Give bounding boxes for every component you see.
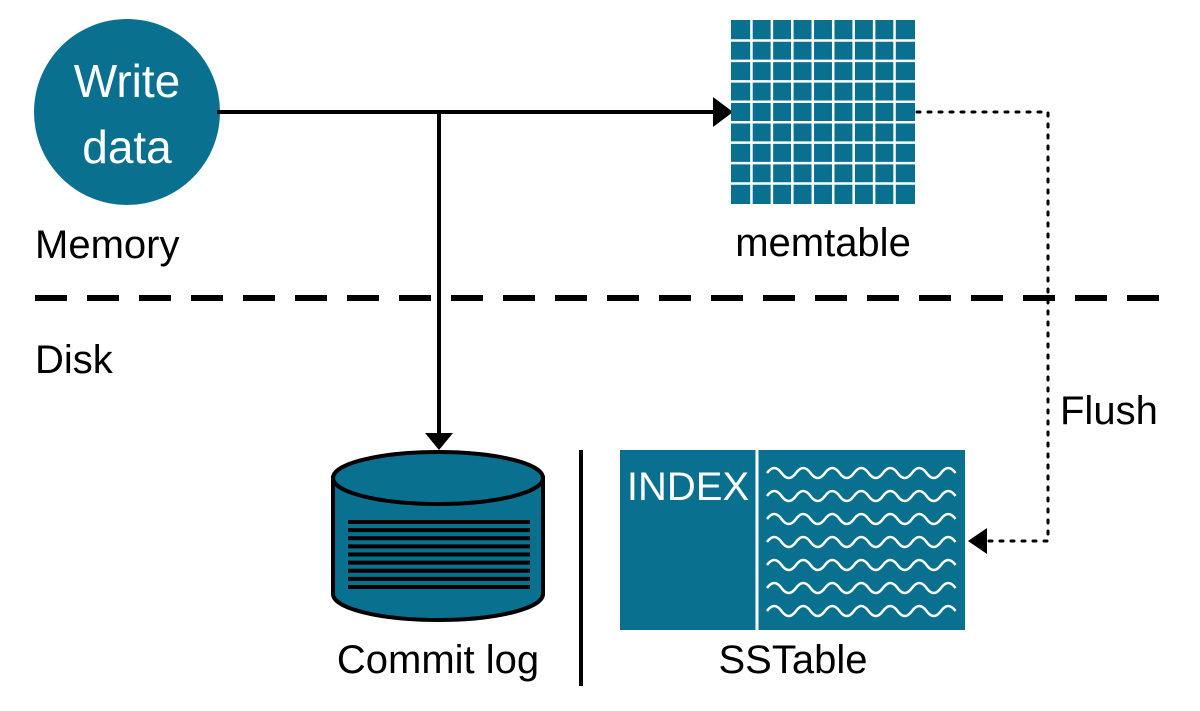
commitlog-arrowhead <box>425 433 453 450</box>
commit-log-cylinder-body <box>331 476 545 622</box>
memtable-grid-lines <box>731 20 915 204</box>
flush-path: Flush <box>915 110 1162 554</box>
commit-log-cylinder-top <box>331 450 545 506</box>
sstable-node: INDEX SSTable <box>620 450 965 682</box>
commit-log-stripes <box>348 520 530 589</box>
sstable-wave-line <box>765 489 957 503</box>
commit-log-node: Commit log <box>331 450 545 682</box>
sstable-wave-line <box>765 466 957 480</box>
write-arrows <box>217 97 733 450</box>
memtable-arrowhead <box>713 97 733 127</box>
flush-dotted-line <box>915 110 1050 543</box>
flush-label-bg <box>1052 385 1162 435</box>
memtable-grid <box>731 20 915 204</box>
sstable-wave-line <box>765 512 957 526</box>
write-data-line1: Write <box>74 55 181 107</box>
sstable-index-label: INDEX <box>627 465 749 509</box>
sstable-label: SSTable <box>719 638 868 682</box>
sstable-wave-line <box>765 558 957 572</box>
sstable-wave-line <box>765 535 957 549</box>
memtable-node: memtable <box>731 20 915 265</box>
disk-label: Disk <box>35 338 114 382</box>
write-data-node: Write data <box>34 19 220 205</box>
memtable-label: memtable <box>735 221 911 265</box>
write-data-line2: data <box>82 121 172 173</box>
sstable-wave-line <box>765 581 957 595</box>
flush-label: Flush <box>1060 389 1158 433</box>
memory-label: Memory <box>35 223 179 267</box>
sstable-wave-line <box>765 604 957 618</box>
flush-arrowhead <box>968 528 987 554</box>
sstable-data-waves <box>765 466 957 618</box>
write-data-circle <box>34 19 220 205</box>
sstable-box <box>620 450 965 630</box>
commit-log-label: Commit log <box>337 638 539 682</box>
